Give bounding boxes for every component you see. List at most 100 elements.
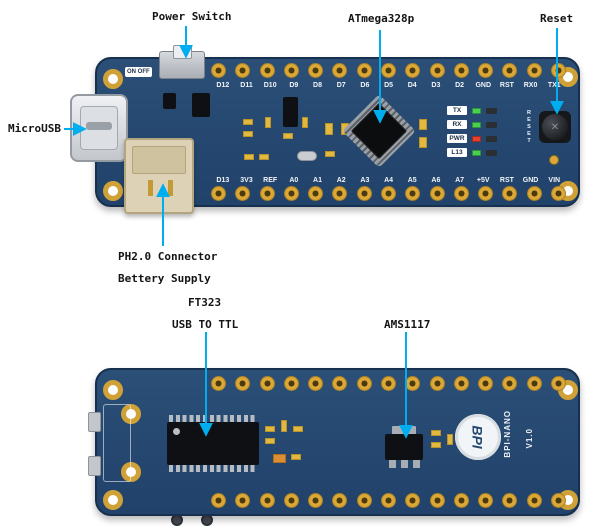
pin-label: D7 (336, 82, 346, 89)
pin-pad (526, 376, 542, 391)
pin-pad (550, 186, 566, 201)
pin-pad (332, 186, 348, 201)
led (472, 135, 481, 142)
led-label: TX (447, 106, 467, 115)
led (472, 107, 481, 114)
led-row: PWR (447, 134, 497, 143)
pin-label: RST (499, 177, 514, 184)
pin-pad (478, 63, 494, 78)
back-top-pad-row (211, 376, 566, 391)
pin-pad (283, 63, 299, 78)
passive-component (325, 151, 335, 157)
led-resistor (486, 121, 497, 128)
pin-pad (405, 186, 421, 201)
pin-pad (283, 186, 299, 201)
pin-pad (308, 63, 324, 78)
pin-pad (380, 186, 396, 201)
passive-component (281, 420, 287, 432)
pin-label: TX1 (547, 82, 561, 89)
pin-label: RX0 (523, 82, 538, 89)
atmega328p-chip (350, 102, 408, 160)
pin-pad (211, 63, 226, 78)
pin-pad (429, 376, 445, 391)
passive-component (302, 117, 308, 128)
annotation-ft323: FT323 (188, 296, 222, 309)
passive-component (291, 454, 301, 460)
passive-component (293, 426, 303, 432)
ph2-pin (168, 180, 173, 196)
model-silkscreen: BPI-NANO (503, 410, 512, 458)
pin-pad (308, 493, 324, 508)
crystal-component (297, 151, 317, 161)
bpi-logo-text: BPI (470, 425, 486, 449)
led-row: TX (447, 106, 497, 115)
pin-pad (283, 493, 299, 508)
pin-label: A1 (313, 177, 322, 184)
passive-component (447, 434, 453, 445)
mounting-hole (103, 490, 123, 510)
ic-component (283, 97, 298, 127)
ams1117-leg (401, 460, 408, 468)
annotation-battery-supply: Bettery Supply (118, 272, 211, 285)
pin-pad (502, 63, 518, 78)
power-switch-component (159, 45, 205, 79)
passive-component (243, 131, 253, 137)
passive-component (243, 119, 253, 125)
pin-pad (356, 186, 372, 201)
pin-pad (478, 186, 494, 201)
led-resistor (486, 107, 497, 114)
pin-pad (429, 493, 445, 508)
ft323-chip (167, 422, 259, 465)
pin-pad (478, 376, 494, 391)
mounting-hole (103, 181, 123, 201)
pin-pad (235, 376, 251, 391)
annotation-power-switch: Power Switch (152, 10, 232, 23)
pin-label: D10 (263, 82, 277, 89)
pin-pad (550, 63, 566, 78)
ams1117-leg (413, 460, 420, 468)
pin-pad (332, 63, 348, 78)
annotation-ams1117: AMS1117 (384, 318, 431, 331)
passive-component (265, 117, 271, 128)
microusb-slot (86, 122, 112, 130)
pin-pad (526, 186, 542, 201)
pin-label: A2 (336, 177, 346, 184)
pin-pad (453, 63, 469, 78)
led-label: L13 (447, 148, 467, 157)
pin-pad (259, 376, 275, 391)
passive-component (265, 426, 275, 432)
pin-label: D2 (455, 82, 465, 89)
passive-component (244, 154, 254, 160)
pin-pad (453, 493, 469, 508)
pin-pad (380, 63, 396, 78)
silkscreen-outline (103, 404, 131, 482)
pin-pad (235, 63, 251, 78)
ft323-pins (169, 415, 257, 422)
reset-button-component: ✕ (539, 111, 571, 143)
ph2-battery-connector (124, 138, 194, 214)
edge-tab (88, 412, 101, 432)
pin-pad (405, 376, 421, 391)
reset-silkscreen: RESET (526, 110, 532, 145)
pin-pad (211, 186, 226, 201)
led-row: RX (447, 120, 497, 129)
pin-label: A0 (289, 177, 299, 184)
board-back: BPI BPI-NANO V1.0 (88, 368, 580, 516)
pin-pad (308, 186, 324, 201)
bpi-logo: BPI (455, 414, 501, 460)
pin-pad (502, 493, 518, 508)
pin-pad (526, 63, 542, 78)
led-row: L13 (447, 148, 497, 157)
pin-label: A6 (431, 177, 441, 184)
pin-label: GND (475, 82, 491, 89)
pin-pad (283, 376, 299, 391)
reset-button-cross: ✕ (550, 121, 560, 133)
pin-label: A4 (384, 177, 394, 184)
led-label: RX (447, 120, 467, 129)
passive-component (325, 123, 333, 135)
pin-pad (429, 186, 445, 201)
pin-pad (550, 376, 566, 391)
pin-label: D6 (360, 82, 370, 89)
